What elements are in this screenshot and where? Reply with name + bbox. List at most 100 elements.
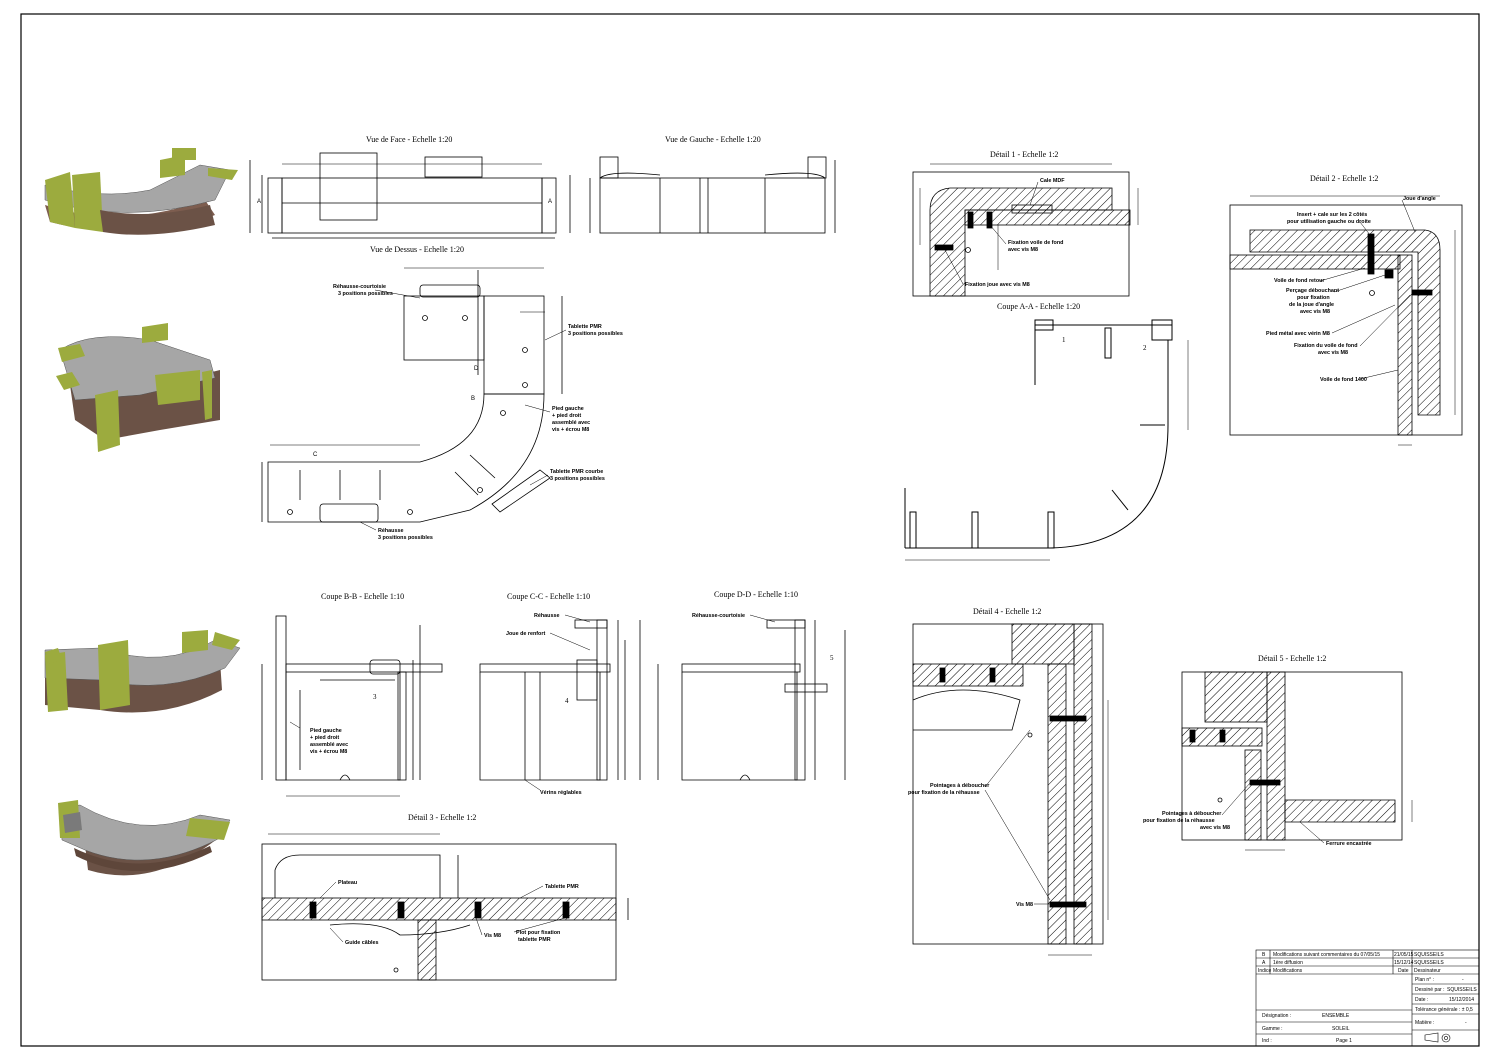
marker-3: 3 [373, 693, 377, 701]
title-coupe-bb: Coupe B-B - Echelle 1:10 [321, 592, 404, 601]
callout-insert: Insert + cale sur les 2 côtés pour utili… [1287, 212, 1371, 236]
svg-text:de la joue d'angle: de la joue d'angle [1289, 302, 1334, 308]
svg-text:Ferrure encastrée: Ferrure encastrée [1326, 841, 1372, 847]
vue-face-drawing [249, 152, 571, 239]
svg-text:15/12/14: 15/12/14 [1394, 960, 1414, 966]
callout-guide-cables: Guide câbles [329, 927, 379, 946]
svg-text:-: - [1462, 977, 1464, 983]
svg-text:avec vis M8: avec vis M8 [1200, 825, 1230, 831]
svg-text:ENSEMBLE: ENSEMBLE [1322, 1013, 1350, 1019]
title-detail5: Détail 5 - Echelle 1:2 [1258, 654, 1326, 663]
render-3d-1 [44, 148, 238, 235]
svg-text:Date: Date [1398, 968, 1409, 974]
svg-text:Ind :: Ind : [1262, 1038, 1272, 1044]
detail4-drawing [912, 623, 1109, 956]
svg-text:Pointages à déboucher: Pointages à déboucher [930, 783, 990, 789]
callout-pied-gauche: Pied gauche + pied droit assemblé avec v… [524, 404, 590, 433]
svg-text:Tablette PMR: Tablette PMR [568, 324, 602, 330]
svg-text:Désignation :: Désignation : [1262, 1013, 1291, 1019]
svg-text:15/12/2014: 15/12/2014 [1449, 997, 1474, 1003]
svg-text:Page 1: Page 1 [1336, 1038, 1352, 1044]
render-3d-3 [44, 630, 241, 713]
callout-vis-m8: Vis M8 [475, 917, 501, 939]
svg-text:Vis M8: Vis M8 [1016, 902, 1033, 908]
svg-text:vis + écrou M8: vis + écrou M8 [310, 749, 347, 755]
callout-verins: Vérins réglables [524, 779, 582, 796]
title-vue-gauche: Vue de Gauche - Echelle 1:20 [665, 135, 761, 144]
callout-rehausse-courtoisie-dd: Réhausse-courtoisie [692, 613, 776, 623]
title-coupe-aa: Coupe A-A - Echelle 1:20 [997, 302, 1080, 311]
callout-fixation-voile: Fixation voile de fond avec vis M8 [989, 224, 1063, 253]
svg-text:Modifications suivant commenta: Modifications suivant commentaires du 07… [1273, 952, 1380, 958]
svg-text:Pied métal avec vérin M8: Pied métal avec vérin M8 [1266, 331, 1330, 337]
svg-text:Vis M8: Vis M8 [484, 933, 501, 939]
svg-text:vis + écrou M8: vis + écrou M8 [552, 427, 589, 433]
svg-text:avec vis M8: avec vis M8 [1300, 309, 1330, 315]
svg-text:SOLEIL: SOLEIL [1332, 1026, 1350, 1032]
svg-text:-: - [1465, 1020, 1467, 1026]
title-coupe-cc: Coupe C-C - Echelle 1:10 [507, 592, 590, 601]
callout-tablette-pmr: Tablette PMR 3 positions possibles [544, 324, 623, 341]
coupe-bb-drawing [261, 615, 443, 797]
svg-text:Fixation du voile de fond: Fixation du voile de fond [1294, 343, 1358, 349]
svg-text:+ pied droit: + pied droit [310, 735, 339, 741]
callout-ferrure: Ferrure encastrée [1299, 821, 1372, 847]
svg-text:3 positions possibles: 3 positions possibles [378, 535, 433, 541]
title-detail2: Détail 2 - Echelle 1:2 [1310, 174, 1378, 183]
callout-plateau: Plateau [319, 880, 357, 899]
svg-text:pour utilisation gauche ou dro: pour utilisation gauche ou droite [1287, 219, 1371, 225]
svg-text:Voile de fond 1400: Voile de fond 1400 [1320, 377, 1367, 383]
svg-text:Pied gauche: Pied gauche [552, 406, 584, 412]
svg-text:assemblé avec: assemblé avec [552, 420, 590, 426]
svg-text:3 positions possibles: 3 positions possibles [338, 291, 393, 297]
callout-rehausse-cc: Réhausse [534, 613, 591, 623]
svg-text:Date :: Date : [1415, 997, 1428, 1003]
callout-joue-angle: Joue d'angle [1401, 196, 1436, 233]
svg-text:B: B [1262, 952, 1266, 958]
callout-joue-renfort: Joue de renfort [506, 631, 591, 651]
svg-text:Plan n° :: Plan n° : [1415, 977, 1434, 983]
svg-text:avec vis M8: avec vis M8 [1318, 350, 1348, 356]
callout-voile-retour: Voile de fond retour [1274, 267, 1366, 284]
coupe-cc-drawing [479, 619, 641, 781]
callout-plot: Plot pour fixation tablette PMR [513, 917, 566, 943]
svg-text:Gamme :: Gamme : [1262, 1026, 1283, 1032]
title-vue-dessus: Vue de Dessus - Echelle 1:20 [370, 245, 464, 254]
callout-percage: Perçage débouchant pour fixation de la j… [1286, 274, 1386, 315]
svg-text:Indice: Indice [1258, 968, 1272, 974]
title-detail4: Détail 4 - Echelle 1:2 [973, 607, 1041, 616]
svg-text:21/05/15: 21/05/15 [1394, 952, 1414, 958]
sheet-border [20, 13, 1480, 1047]
svg-text:Joue d'angle: Joue d'angle [1403, 196, 1436, 202]
svg-text:Pointages à déboucher: Pointages à déboucher [1162, 811, 1222, 817]
svg-text:Insert + cale sur les 2 côtés: Insert + cale sur les 2 côtés [1297, 212, 1367, 218]
vue-dessus-drawing [261, 267, 563, 523]
render-3d-4 [58, 800, 231, 876]
title-block-text: B Modifications suivant commentaires du … [1258, 952, 1477, 1044]
svg-text:3 positions possibles: 3 positions possibles [568, 331, 623, 337]
svg-text:SQUISSEILS: SQUISSEILS [1447, 987, 1477, 993]
svg-text:Plot pour fixation: Plot pour fixation [516, 930, 560, 936]
svg-text:tablette PMR: tablette PMR [518, 937, 551, 943]
marker-2: 2 [1143, 344, 1147, 352]
svg-text:SQUISSEILS: SQUISSEILS [1414, 952, 1444, 958]
svg-text:pour fixation: pour fixation [1297, 295, 1330, 301]
svg-text:pour fixation de la réhausse: pour fixation de la réhausse [908, 790, 980, 796]
svg-text:assemblé avec: assemblé avec [310, 742, 348, 748]
svg-text:Dessinateur: Dessinateur [1414, 968, 1441, 974]
svg-text:pour fixation de la réhausse: pour fixation de la réhausse [1143, 818, 1215, 824]
title-block [1255, 949, 1480, 1047]
svg-text:Perçage débouchant: Perçage débouchant [1286, 288, 1339, 294]
svg-text:Pied gauche: Pied gauche [310, 728, 342, 734]
svg-text:Tolérance générale : ± 0,5: Tolérance générale : ± 0,5 [1415, 1007, 1473, 1013]
callout-rehausse: Réhausse 3 positions possibles [359, 521, 433, 541]
marker-4: 4 [565, 697, 569, 705]
title-coupe-dd: Coupe D-D - Echelle 1:10 [714, 590, 798, 599]
coupe-dd-drawing [657, 619, 846, 781]
callout-pied-metal: Pied métal avec vérin M8 [1266, 304, 1396, 337]
vue-gauche-drawing [589, 156, 836, 234]
svg-text:Voile de fond retour: Voile de fond retour [1274, 278, 1325, 284]
callout-tablette-courbe: Tablette PMR courbe 3 positions possible… [529, 469, 605, 486]
svg-text:Réhausse-courtoisie: Réhausse-courtoisie [333, 284, 386, 290]
